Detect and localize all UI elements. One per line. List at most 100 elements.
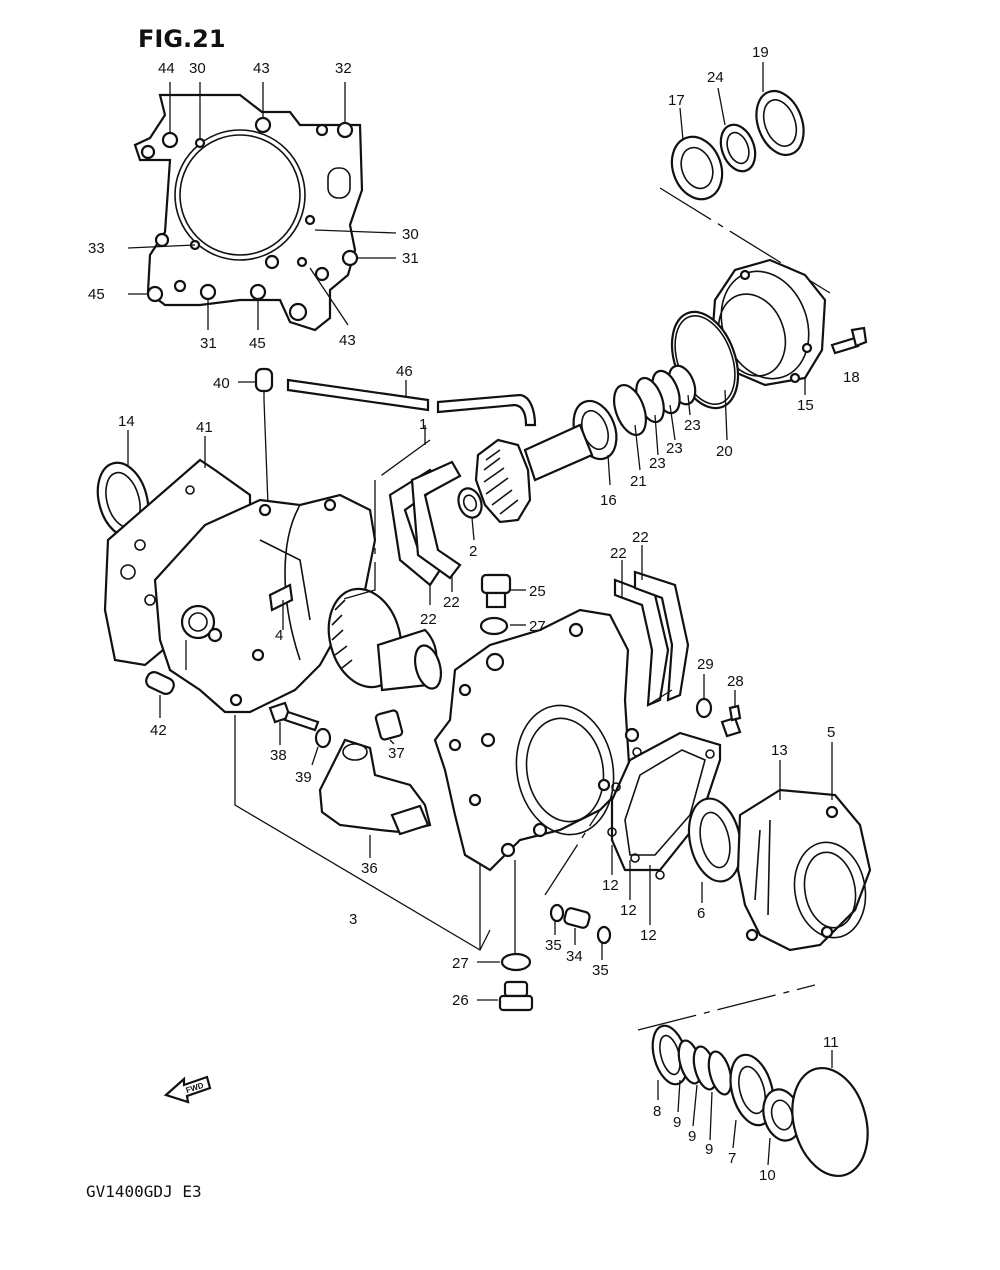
callout-10: 10	[759, 1167, 776, 1184]
bearing-housing-15	[710, 258, 827, 387]
callout-32: 32	[335, 60, 352, 77]
gear-case-right	[433, 608, 640, 872]
washer-35-right	[596, 925, 612, 945]
callout-42: 42	[150, 722, 167, 739]
ring-21	[613, 384, 647, 436]
callout-1: 1	[419, 416, 427, 433]
callout-27-bottom: 27	[452, 955, 469, 972]
callout-2: 2	[469, 543, 477, 560]
callout-9-c: 9	[705, 1141, 713, 1158]
washer-35-left	[549, 903, 565, 923]
callout-15: 15	[797, 397, 814, 414]
callout-36: 36	[361, 860, 378, 877]
model-code: GV1400GDJ E3	[86, 1182, 202, 1201]
callout-5: 5	[827, 724, 835, 741]
callout-43-top: 43	[253, 60, 270, 77]
callout-37: 37	[388, 745, 405, 762]
bearing-17	[670, 135, 724, 201]
filler-plug-25	[480, 573, 512, 609]
callout-38: 38	[270, 747, 287, 764]
callout-24: 24	[707, 69, 724, 86]
cap-11	[791, 1066, 869, 1178]
callout-26: 26	[452, 992, 469, 1009]
callout-9-b: 9	[688, 1128, 696, 1145]
callout-12-c: 12	[640, 927, 657, 944]
callout-30-top: 30	[189, 60, 206, 77]
callout-46: 46	[396, 363, 413, 380]
callout-25: 25	[529, 583, 546, 600]
callout-35-right: 35	[592, 962, 609, 979]
callout-41: 41	[196, 419, 213, 436]
breather-hose-46	[286, 378, 537, 427]
callout-43-bottom: 43	[339, 332, 356, 349]
final-drive-housing-13	[736, 788, 872, 952]
collar-10	[762, 1088, 802, 1142]
washer-27-top	[479, 616, 509, 636]
callout-11: 11	[823, 1034, 839, 1051]
oil-seal-19	[755, 89, 805, 157]
callout-4: 4	[275, 627, 283, 644]
gasket-12-set	[607, 731, 722, 880]
callout-30-right: 30	[402, 226, 419, 243]
callout-22-c: 22	[610, 545, 627, 562]
washer-29	[695, 697, 713, 719]
callout-7: 7	[728, 1150, 736, 1167]
callout-8: 8	[653, 1103, 661, 1120]
callout-22-b: 22	[443, 594, 460, 611]
callout-16: 16	[600, 492, 617, 509]
washer-39	[314, 727, 332, 749]
case-gasket-detail	[133, 93, 364, 332]
gasket-22-left	[388, 460, 462, 587]
callout-22-a: 22	[420, 611, 437, 628]
callout-19: 19	[752, 44, 769, 61]
callout-29: 29	[697, 656, 714, 673]
bevel-drive-gear	[474, 423, 594, 524]
fwd-arrow-icon: FWD	[163, 1075, 212, 1104]
callout-23-c: 23	[649, 455, 666, 472]
ring-gear-assembly	[327, 587, 443, 692]
callout-28: 28	[727, 673, 744, 690]
callout-17: 17	[668, 92, 685, 109]
figure-title: FIG.21	[138, 25, 226, 53]
callout-31-bottom: 31	[200, 335, 217, 352]
breather-40	[254, 367, 274, 400]
neutral-switch-36	[318, 738, 432, 836]
washer-27-bottom	[500, 952, 532, 972]
callout-23-b: 23	[666, 440, 683, 457]
callout-labels: 44 30 43 32 30 33 31 45 31 45 43 19 24 1…	[88, 44, 860, 1184]
callout-18: 18	[843, 369, 860, 386]
callout-39: 39	[295, 769, 312, 786]
callout-35-left: 35	[545, 937, 562, 954]
callout-27-top: 27	[529, 618, 546, 635]
callout-21: 21	[630, 473, 647, 490]
callout-44: 44	[158, 60, 175, 77]
callout-45-bottom: 45	[249, 335, 266, 352]
bolt-18	[830, 326, 868, 355]
spacer-24	[719, 123, 757, 173]
callout-6: 6	[697, 905, 705, 922]
dowel-pin-42	[145, 671, 175, 695]
callout-40: 40	[213, 375, 230, 392]
bolt-38	[268, 701, 320, 732]
callout-12-a: 12	[602, 877, 619, 894]
oil-seal-8	[651, 1024, 689, 1086]
callout-3: 3	[349, 911, 357, 928]
callout-45-left: 45	[88, 286, 105, 303]
callout-13: 13	[771, 742, 788, 759]
pin-37	[374, 709, 404, 741]
callout-22-d: 22	[632, 529, 649, 546]
drain-plug-26	[498, 980, 534, 1012]
washer-2	[457, 487, 483, 519]
callout-33: 33	[88, 240, 105, 257]
callout-31-right: 31	[402, 250, 419, 267]
gear-case-left	[153, 493, 377, 714]
shim-9c	[707, 1050, 733, 1096]
callout-20: 20	[716, 443, 733, 460]
bolt-28	[720, 704, 742, 738]
callout-23-a: 23	[684, 417, 701, 434]
callout-9-a: 9	[673, 1114, 681, 1131]
callout-14: 14	[118, 413, 135, 430]
plug-34	[563, 907, 591, 929]
